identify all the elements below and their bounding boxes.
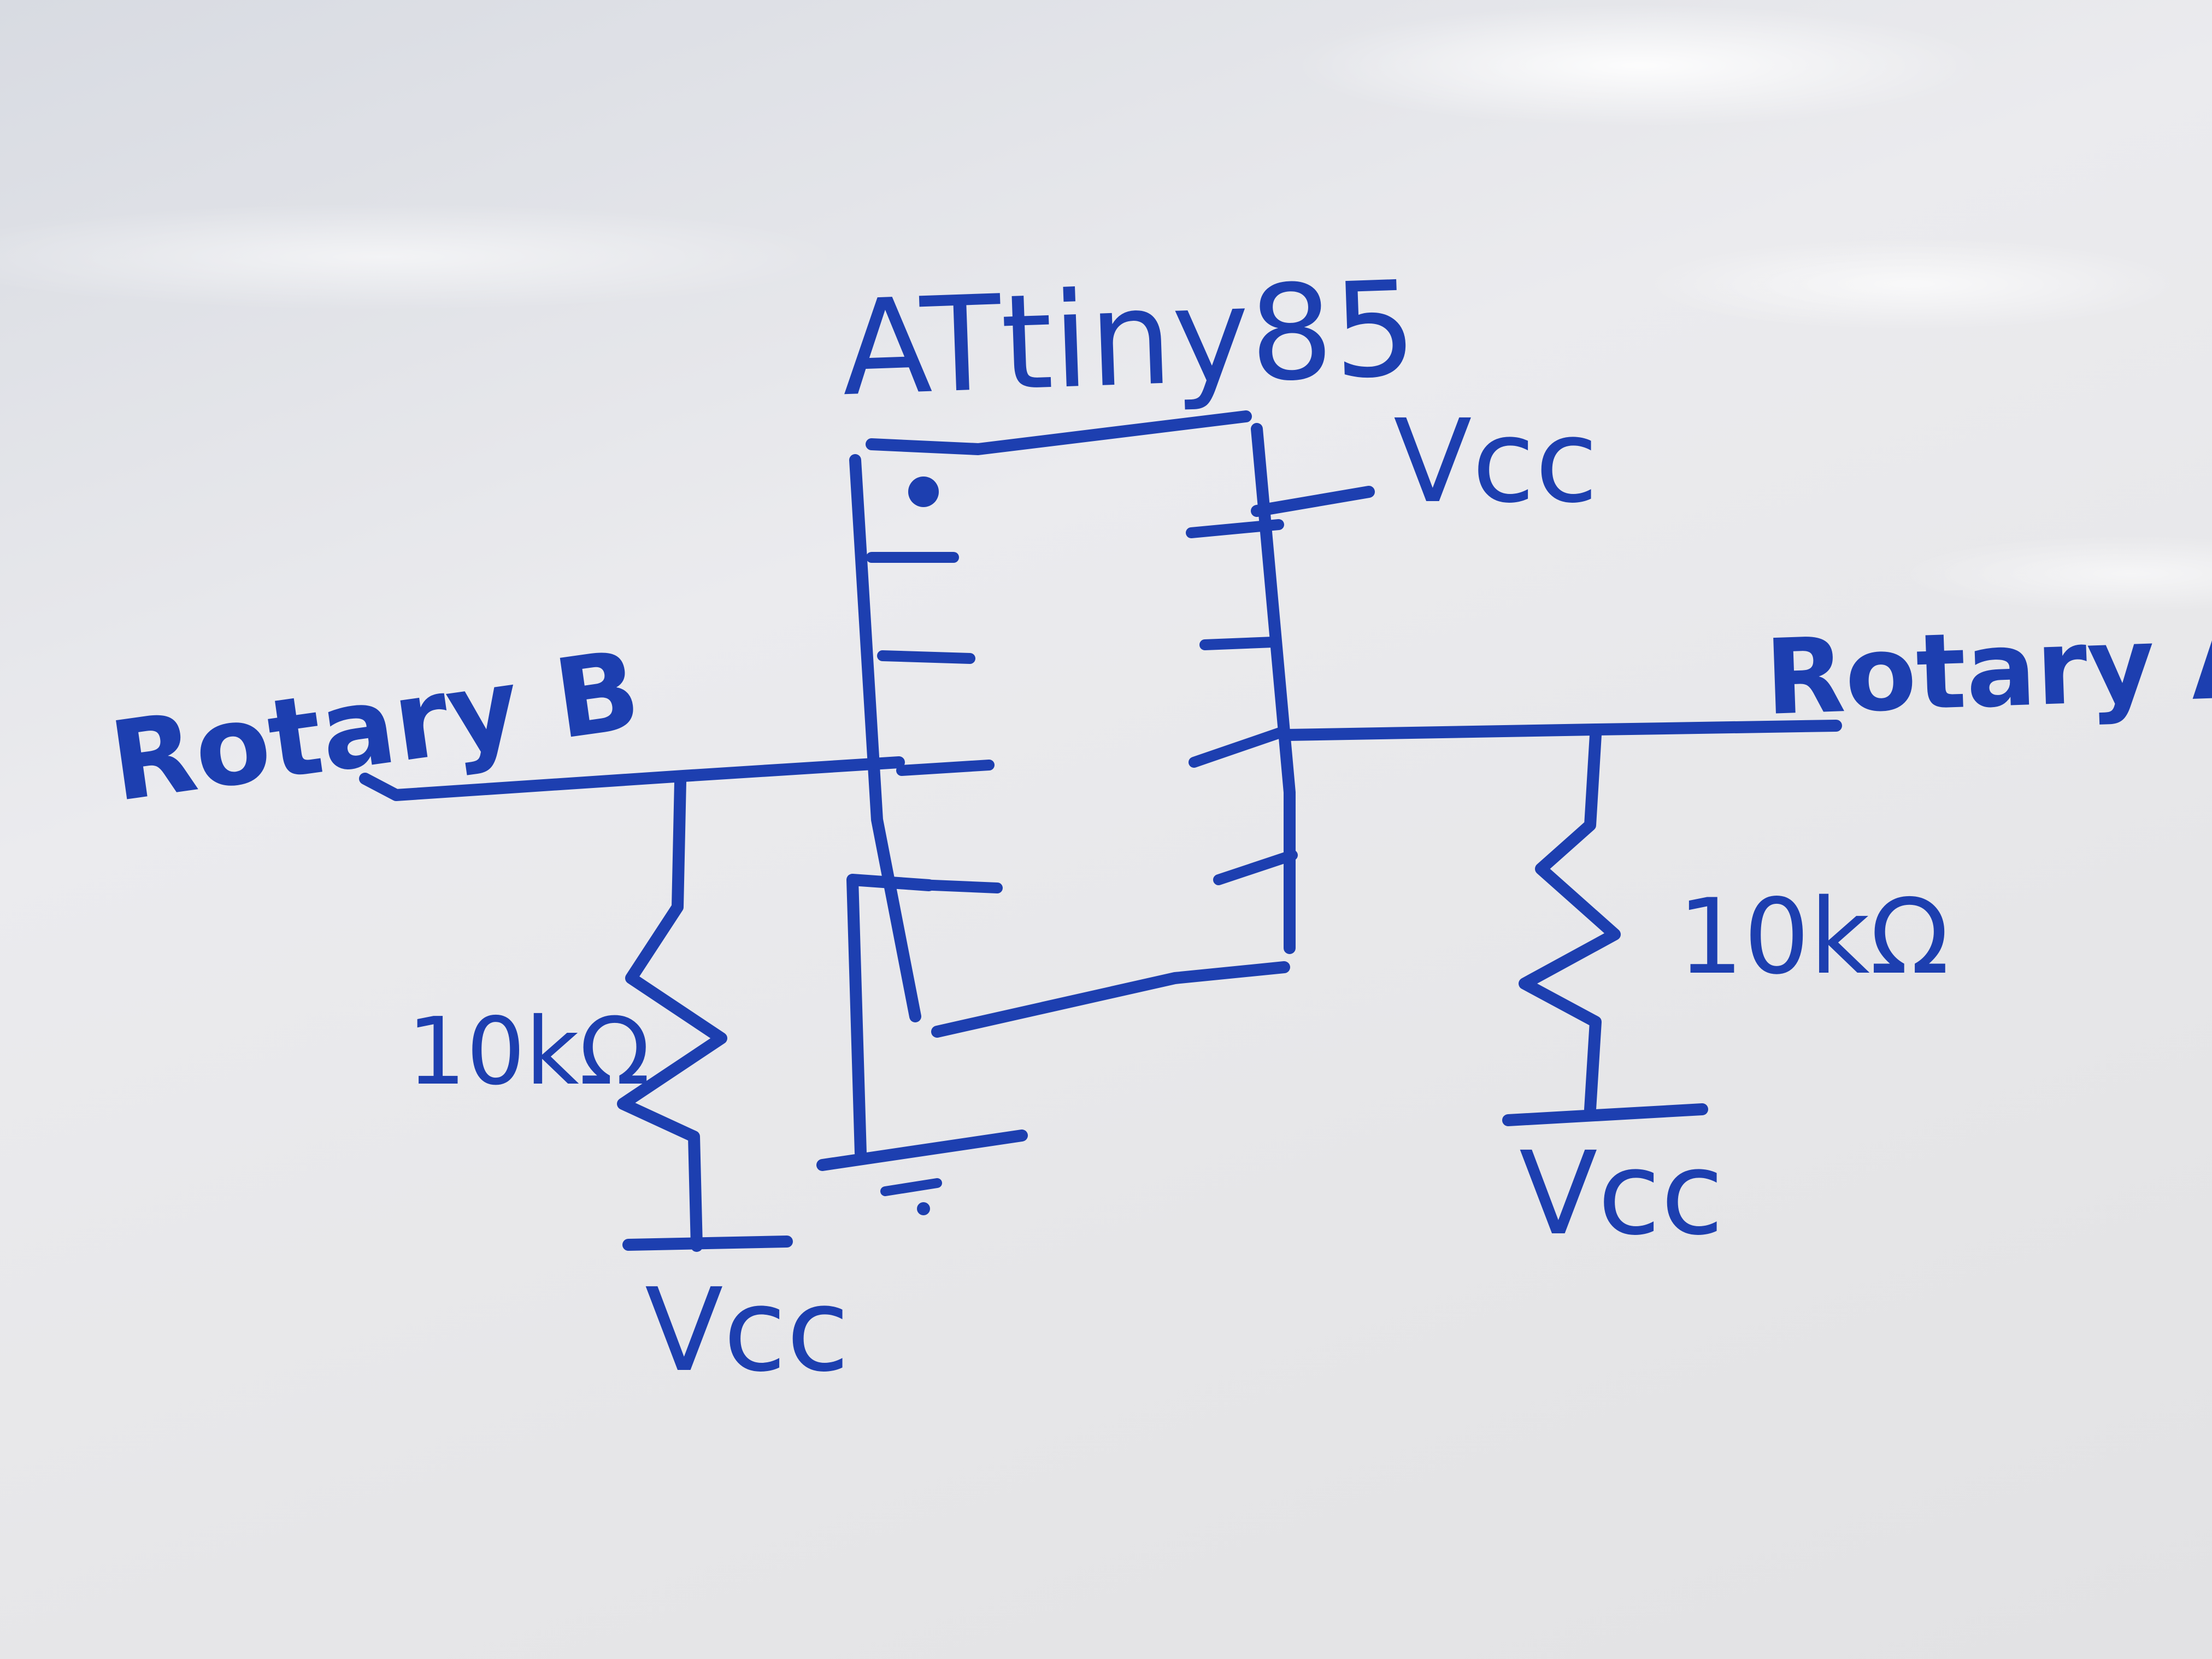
pin-5 (1213, 850, 1298, 885)
chip-title: ATtiny85 (839, 252, 1420, 426)
pin-3 (896, 760, 995, 776)
ground-bar-2 (880, 1178, 942, 1196)
ic-body (849, 410, 1296, 1038)
ground-bar-3 (917, 1202, 930, 1215)
ic-left-pins (866, 552, 1003, 893)
resistor-b (617, 775, 727, 1252)
resistor-a-value: 10kΩ (1678, 876, 1949, 997)
ic-right-edge (1251, 423, 1296, 954)
resistor-b-value: 10kΩ (407, 998, 650, 1106)
ground-wire (846, 874, 935, 1159)
ground-bar-1 (816, 1129, 1028, 1171)
vcc-bar-right (1502, 1103, 1708, 1126)
vcc-top-label: Vcc (1393, 395, 1598, 528)
pin-2 (877, 650, 975, 664)
ic-left-edge (849, 454, 921, 1022)
pin-8 (1186, 519, 1284, 538)
rotary-a-label: Rotary A (1763, 599, 2212, 739)
ic-right-pins (1186, 519, 1298, 885)
ic-bottom-edge (931, 961, 1290, 1038)
pin-6 (1189, 727, 1287, 768)
rotary-a-wire (1281, 720, 1842, 741)
pin1-dot (908, 476, 939, 507)
ic-top-edge (866, 410, 1252, 455)
pin-7 (1199, 637, 1279, 650)
vcc-wire-top (1251, 486, 1375, 517)
vcc-left-label: Vcc (645, 1263, 850, 1397)
vcc-right-label: Vcc (1519, 1127, 1724, 1261)
vcc-bar-left (622, 1236, 793, 1251)
resistor-a (1519, 729, 1621, 1115)
rotary-b-wire (359, 756, 905, 801)
